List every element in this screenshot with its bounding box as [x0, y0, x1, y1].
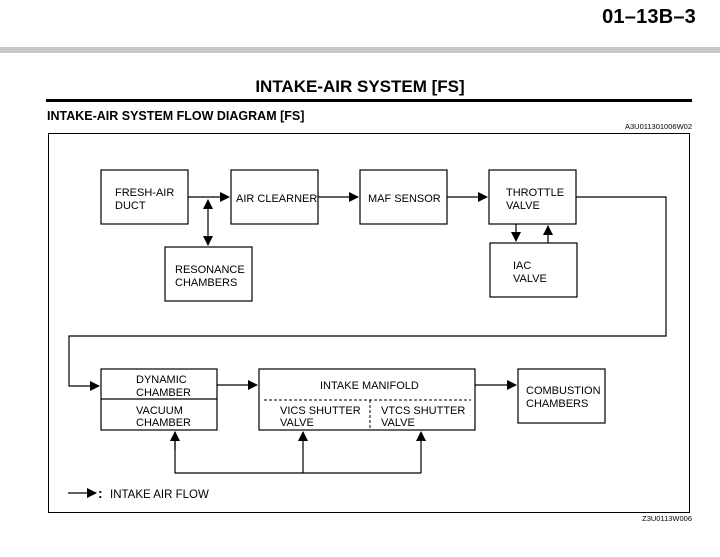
throttle-valve-label: VALVE	[506, 200, 540, 212]
vtcs-shutter-valve-label: VTCS SHUTTER	[381, 405, 465, 417]
iac-valve-label: VALVE	[513, 273, 547, 285]
throttle-valve-box: THROTTLE VALVE	[488, 169, 577, 225]
vacuum-chamber-label: CHAMBER	[136, 417, 191, 429]
legend-colon: :	[98, 485, 103, 501]
fresh-air-duct-label: DUCT	[115, 200, 146, 212]
diagram-code: A3U011301006W02	[625, 122, 692, 131]
header-rule	[0, 47, 720, 53]
air-cleaner-label: AIR CLEARNER	[236, 193, 317, 205]
dynamic-chamber-label: CHAMBER	[136, 387, 191, 399]
dynamic-chamber-label: DYNAMIC	[136, 374, 187, 386]
vics-shutter-valve-label: VICS SHUTTER	[280, 405, 361, 417]
flow-arrow-throttle-to-dynamic	[68, 196, 667, 391]
fresh-air-duct-label: FRESH-AIR	[115, 187, 174, 199]
vics-shutter-valve-label: VALVE	[280, 417, 314, 429]
resonance-chambers-label: RESONANCE	[175, 264, 245, 276]
vacuum-line	[174, 432, 421, 474]
combustion-chambers-label: COMBUSTION	[526, 385, 601, 397]
resonance-chambers-label: CHAMBERS	[175, 277, 237, 289]
air-cleaner-box: AIR CLEARNER	[230, 169, 319, 225]
legend: : INTAKE AIR FLOW	[68, 485, 209, 501]
throttle-valve-label: THROTTLE	[506, 187, 564, 199]
vacuum-chamber-label: VACUUM	[136, 405, 183, 417]
resonance-chambers-box: RESONANCE CHAMBERS	[164, 246, 253, 302]
iac-valve-label: IAC	[513, 260, 531, 272]
combustion-chambers-label: CHAMBERS	[526, 398, 588, 410]
section-title: INTAKE-AIR SYSTEM [FS]	[255, 77, 465, 96]
title-rule	[46, 99, 692, 102]
dynamic-vacuum-chamber-box: DYNAMIC CHAMBER VACUUM CHAMBER	[100, 368, 218, 431]
iac-valve-box: IAC VALVE	[489, 242, 578, 298]
vtcs-shutter-valve-label: VALVE	[381, 417, 415, 429]
combustion-chambers-box: COMBUSTION CHAMBERS	[517, 368, 606, 424]
maf-sensor-box: MAF SENSOR	[359, 169, 448, 225]
intake-manifold-label: INTAKE MANIFOLD	[320, 380, 419, 392]
footer-code: Z3U0113W006	[642, 514, 692, 523]
intake-manifold-box: INTAKE MANIFOLD VICS SHUTTER VALVE VTCS …	[258, 368, 476, 431]
page-number: 01–13B–3	[602, 6, 696, 28]
diagram-frame	[48, 133, 690, 513]
fresh-air-duct-box: FRESH-AIR DUCT	[100, 169, 189, 225]
diagram-title: INTAKE-AIR SYSTEM FLOW DIAGRAM [FS]	[47, 109, 305, 123]
legend-label: INTAKE AIR FLOW	[110, 489, 209, 501]
maf-sensor-label: MAF SENSOR	[368, 193, 441, 205]
